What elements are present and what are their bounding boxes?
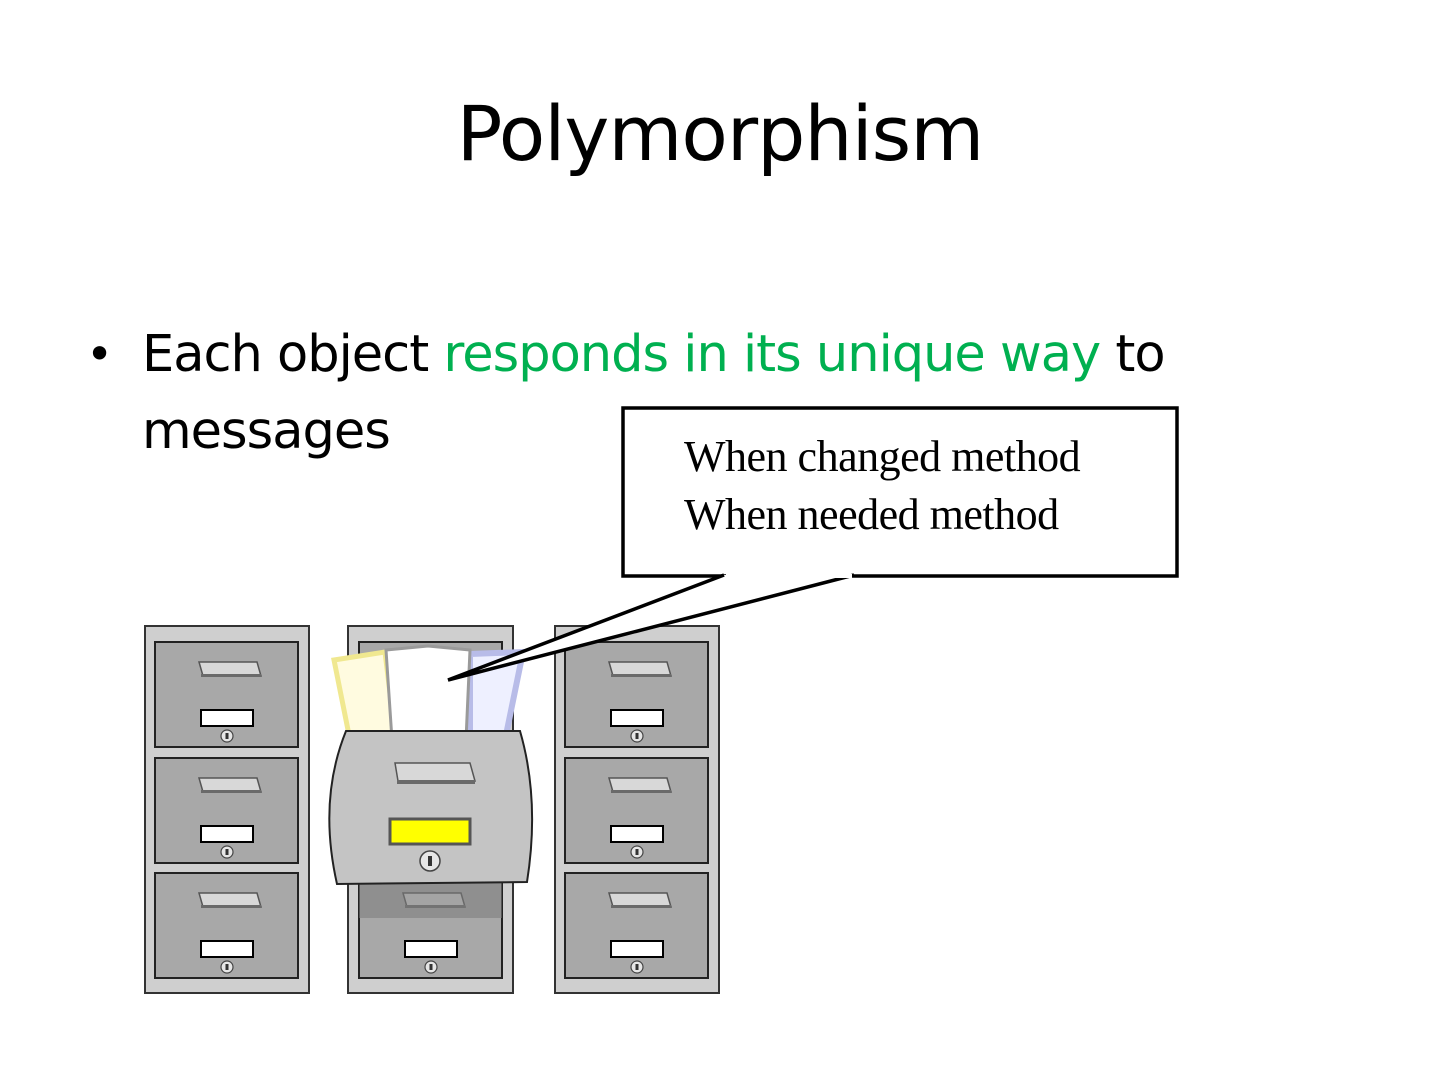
papers-icon: [331, 644, 527, 743]
callout-line-1: When changed method: [684, 432, 1081, 481]
bullet-text-end: to messages: [142, 325, 1166, 461]
callout-line-2: When needed method: [684, 490, 1059, 539]
bullet-item: • Each object responds in its unique way…: [86, 316, 1326, 470]
open-drawer: [328, 730, 534, 886]
cabinet-left: [144, 625, 310, 994]
callout-text: When changed method When needed method: [684, 428, 1164, 544]
cabinet-right: [554, 625, 720, 994]
bullet-text-start: Each object: [142, 325, 444, 384]
bullet-text: Each object responds in its unique way t…: [142, 316, 1326, 470]
bullet-dot: •: [86, 327, 113, 381]
bullet-text-highlight: responds in its unique way: [443, 325, 1101, 384]
callout-box: [447, 406, 1179, 682]
slide-title: Polymorphism: [456, 89, 985, 178]
